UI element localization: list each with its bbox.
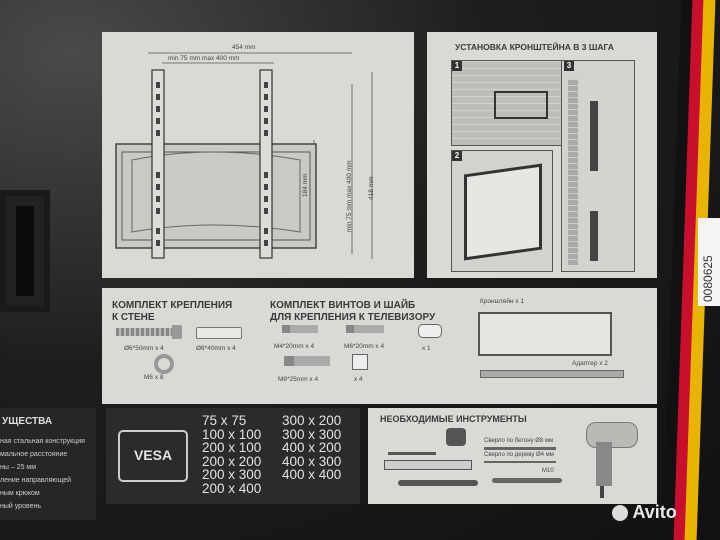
wall-plug-label: Ø8*40mm x 4 xyxy=(196,345,236,352)
step-2-tv xyxy=(464,163,542,261)
feature-5: ным крюком xyxy=(0,490,40,497)
feature-1: ная стальная конструкция xyxy=(0,438,85,445)
barcode-sticker: 0080625 xyxy=(698,218,720,306)
bracket-drawing xyxy=(115,52,373,259)
vesa-badge: VESA xyxy=(118,430,188,482)
install-steps-panel: УСТАНОВКА КРОНШТЕЙНА В 3 ШАГА 1 3 2 xyxy=(427,32,657,278)
vesa-size: 200 x 100 xyxy=(202,440,262,456)
step-3-tv-bottom xyxy=(590,211,598,261)
wrench-icon xyxy=(492,478,562,483)
bracket-icon xyxy=(478,312,612,356)
step-1-bracket xyxy=(494,91,548,119)
screw-head-icon xyxy=(172,325,182,339)
drill-concrete-label: Сверло по бетону Ø8 мм xyxy=(484,438,554,444)
tape-measure-icon xyxy=(446,428,466,446)
dim-total-width: 454 mm xyxy=(232,44,256,51)
features-panel: УЩЕСТВА ная стальная конструкция мальное… xyxy=(0,408,96,520)
vesa-size: 400 x 400 xyxy=(282,467,342,483)
wall-kit-title-1: КОМПЛЕКТ КРЕПЛЕНИЯ xyxy=(112,300,233,311)
vesa-panel: VESA 75 x 75 100 x 100 200 x 100 200 x 2… xyxy=(106,408,360,504)
features-title: УЩЕСТВА xyxy=(2,416,53,427)
bolt-m6-label: M6*20mm x 4 xyxy=(344,343,385,350)
vesa-size: 100 x 100 xyxy=(202,426,262,442)
bracket-count-label: Кронштейн x 1 xyxy=(480,298,525,305)
screwdriver-icon xyxy=(398,480,478,486)
adapter-icon xyxy=(480,370,624,378)
drill-cord xyxy=(600,486,604,498)
sleeve-label: x 4 xyxy=(354,376,363,383)
wall-screw-label: Ø6*50mm x 4 xyxy=(124,345,164,352)
spacer-icon xyxy=(418,324,442,338)
vesa-size: 75 x 75 xyxy=(202,413,247,428)
feature-6: ный уровень xyxy=(0,503,42,510)
feature-3: ны – 25 мм xyxy=(0,464,37,471)
screw-icon xyxy=(116,328,178,336)
spacer-label: x 1 xyxy=(422,345,431,352)
step-2-box: 2 xyxy=(451,150,553,272)
dim-total-height: 418 mm xyxy=(368,176,375,200)
vesa-size: 200 x 400 xyxy=(202,480,262,496)
washer-label: M6 x 8 xyxy=(144,374,164,381)
vesa-size: 200 x 200 xyxy=(202,453,262,469)
step-3-wall xyxy=(568,79,578,265)
vesa-column-1: 75 x 75 100 x 100 200 x 100 200 x 200 20… xyxy=(202,414,261,496)
step-3-tv-top xyxy=(590,101,598,171)
watermark-text: Avito xyxy=(632,502,677,522)
tools-title: НЕОБХОДИМЫЕ ИНСТРУМЕНТЫ xyxy=(380,414,527,424)
bolt-m6-icon xyxy=(346,325,384,333)
bolt-m4-icon xyxy=(282,325,318,333)
drill-bit-concrete-icon xyxy=(484,447,556,450)
vesa-size: 300 x 200 xyxy=(282,413,342,428)
step-3-number: 3 xyxy=(564,61,574,71)
drill-bit-wood-icon xyxy=(484,461,556,463)
level-icon xyxy=(384,460,472,470)
feature-4: ление направляющей xyxy=(0,477,72,484)
wall-kit-title-2: К СТЕНЕ xyxy=(112,312,155,323)
wall-plug-icon xyxy=(196,327,242,339)
sleeve-icon xyxy=(352,354,368,370)
vesa-size: 300 x 300 xyxy=(282,426,342,442)
watermark: Avito xyxy=(612,502,677,523)
vesa-column-2: 300 x 200 300 x 300 400 x 200 400 x 300 … xyxy=(282,414,341,482)
step-2-number: 2 xyxy=(452,151,462,161)
drill-icon xyxy=(578,414,638,498)
bolt-m4-label: M4*20mm x 4 xyxy=(274,343,315,350)
step-3-box: 3 xyxy=(561,60,635,272)
install-steps-title: УСТАНОВКА КРОНШТЕЙНА В 3 ШАГА xyxy=(455,42,614,52)
vesa-size: 200 x 300 xyxy=(202,467,262,483)
drill-handle xyxy=(596,442,612,486)
washer-icon xyxy=(154,354,174,374)
left-bracket-photo xyxy=(0,190,50,312)
feature-2: мальное расстояние xyxy=(0,451,68,458)
drill-wood-label: Сверло по дереву Ø4 мм xyxy=(484,452,554,458)
drill-body xyxy=(586,422,638,448)
step-1-number: 1 xyxy=(452,61,462,71)
vesa-size: 400 x 300 xyxy=(282,453,342,469)
wrench-label: M10 xyxy=(542,468,554,474)
bolt-m8-icon xyxy=(284,356,330,366)
vesa-badge-text: VESA xyxy=(133,447,173,463)
avito-logo-icon xyxy=(612,504,628,521)
dim-inner-height: 184 mm xyxy=(302,173,309,197)
sticker-text: 0080625 xyxy=(701,255,715,302)
pencil-icon xyxy=(388,452,436,455)
tools-panel: НЕОБХОДИМЫЕ ИНСТРУМЕНТЫ Сверло по бетону… xyxy=(368,408,657,504)
bolt-m8-label: M8*25mm x 4 xyxy=(278,376,319,383)
vesa-size: 400 x 200 xyxy=(282,440,342,456)
tv-kit-title-1: КОМПЛЕКТ ВИНТОВ И ШАЙБ xyxy=(270,300,416,311)
dim-height-range: min 75 mm max 400 mm xyxy=(346,160,353,232)
bracket-diagram-panel: 454 mm min 75 mm max 400 mm 184 mm min 7… xyxy=(102,32,414,278)
dim-width-range: min 75 mm max 400 mm xyxy=(168,55,240,62)
tv-kit-title-2: ДЛЯ КРЕПЛЕНИЯ К ТЕЛЕВИЗОРУ xyxy=(270,312,436,323)
kit-panel: КОМПЛЕКТ КРЕПЛЕНИЯ К СТЕНЕ Ø6*50mm x 4 Ø… xyxy=(102,288,657,404)
adapter-count-label: Адаптер x 2 xyxy=(572,360,608,367)
